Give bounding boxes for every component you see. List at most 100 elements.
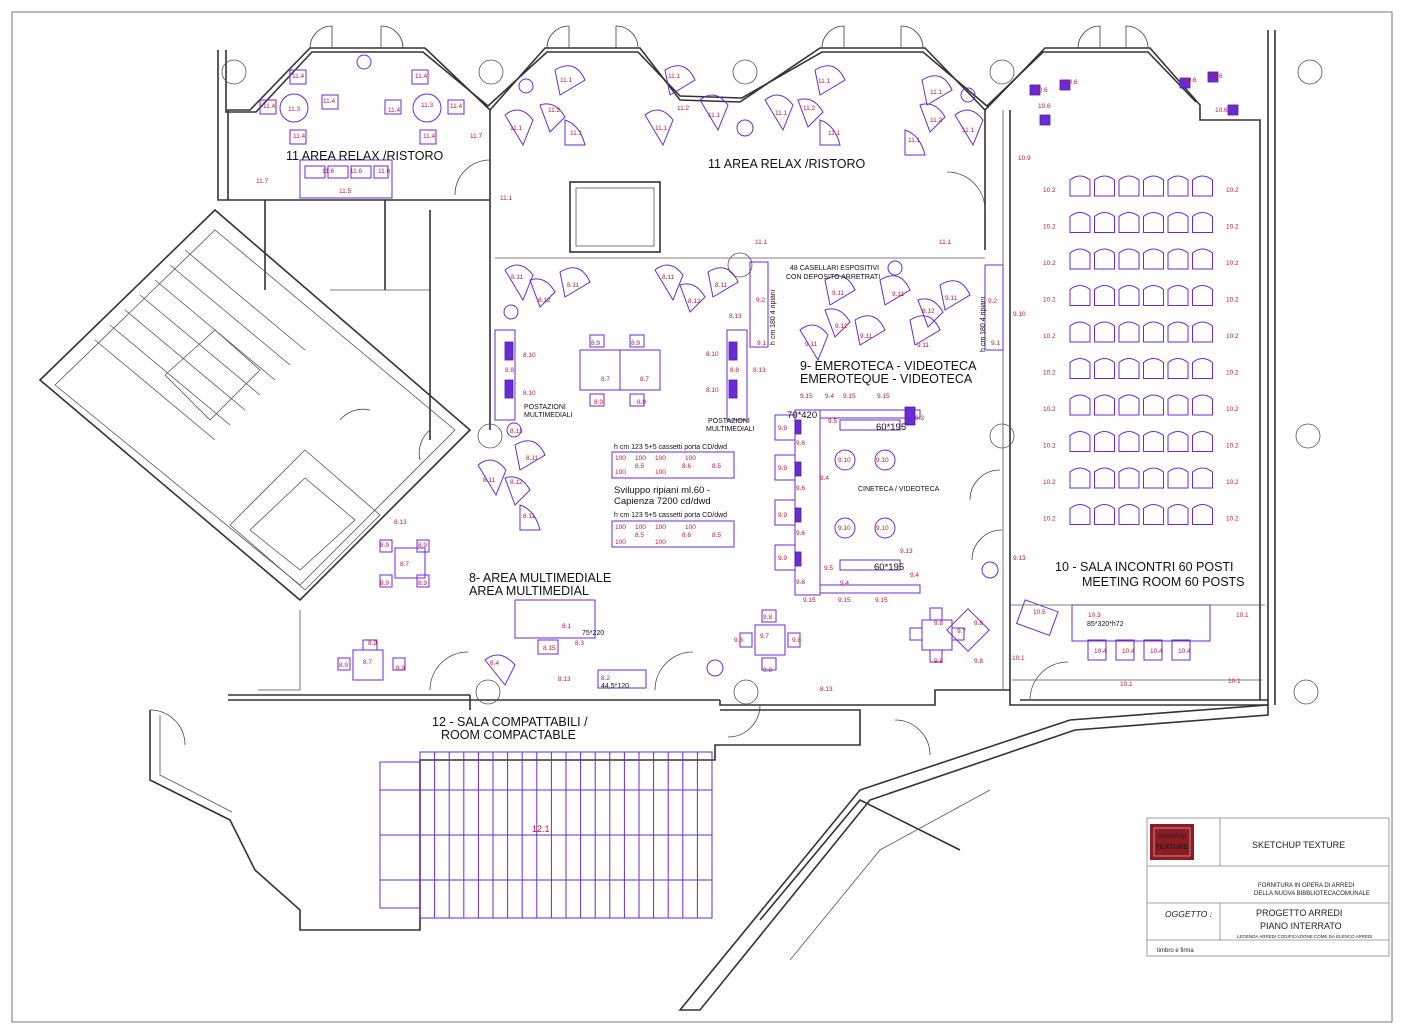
svg-text:100: 100 — [615, 469, 626, 476]
svg-text:8.12: 8.12 — [688, 298, 701, 305]
svg-text:9.12: 9.12 — [922, 308, 935, 315]
svg-text:100: 100 — [655, 455, 666, 462]
meeting-chair — [1094, 431, 1115, 452]
svg-text:9.3: 9.3 — [915, 415, 924, 422]
svg-text:9.4: 9.4 — [825, 393, 834, 400]
meeting-chair — [1167, 504, 1189, 525]
furniture-multimedia — [337, 264, 748, 689]
svg-text:8.13: 8.13 — [510, 428, 523, 435]
row-code-right: 10.2 — [1226, 187, 1239, 194]
svg-text:11.4: 11.4 — [293, 133, 306, 140]
doors — [149, 25, 1149, 756]
furniture-emeroteca — [739, 260, 1004, 671]
svg-text:100: 100 — [615, 455, 626, 462]
svg-text:11.6: 11.6 — [350, 168, 363, 175]
svg-text:11.1: 11.1 — [775, 110, 788, 117]
svg-text:10.6: 10.6 — [1065, 79, 1078, 86]
svg-text:100: 100 — [685, 524, 696, 531]
svg-text:11.1: 11.1 — [668, 73, 681, 80]
meeting-chair — [1094, 358, 1115, 379]
furniture-relax-west — [259, 54, 465, 199]
svg-text:11.6: 11.6 — [322, 168, 335, 175]
svg-text:11.2: 11.2 — [677, 105, 690, 112]
meeting-chair — [1143, 321, 1164, 343]
svg-text:8.7: 8.7 — [640, 376, 649, 383]
svg-text:8.9: 8.9 — [396, 665, 405, 672]
svg-text:9.2: 9.2 — [756, 297, 765, 304]
svg-text:8.9: 8.9 — [380, 542, 389, 549]
meeting-chair — [1192, 285, 1213, 306]
svg-text:8.11: 8.11 — [567, 282, 580, 289]
svg-text:9.11: 9.11 — [945, 295, 958, 302]
svg-text:9.2: 9.2 — [988, 298, 997, 305]
svg-text:9.7: 9.7 — [957, 628, 966, 635]
row-code-right: 10.2 — [1226, 370, 1239, 377]
meeting-chair — [1094, 175, 1115, 197]
svg-text:100: 100 — [615, 539, 626, 546]
svg-text:11.1: 11.1 — [510, 125, 523, 132]
meeting-chair — [1167, 321, 1189, 343]
cd-header-1: h cm 123 5+5 cassetti porta CD/dwd — [614, 444, 727, 451]
furniture-relax-east — [504, 65, 984, 156]
caselle-note-1: 48 CASELLARI ESPOSITIVI — [790, 265, 879, 272]
svg-text:11.4: 11.4 — [292, 73, 305, 80]
svg-text:SketchUp: SketchUp — [1158, 833, 1187, 840]
dim-60-195-b: 60*195 — [874, 562, 904, 573]
dim-85-320: 85*320*h72 — [1087, 621, 1124, 628]
postazioni-right-1: POSTAZIONI — [708, 418, 750, 425]
svg-text:11.7: 11.7 — [256, 178, 269, 185]
meeting-chair — [1192, 175, 1213, 197]
room-relax-east: 11 AREA RELAX /RISTORO — [708, 157, 866, 171]
relax-tag: 11.5 — [339, 188, 352, 195]
svg-text:8.9: 8.9 — [594, 399, 603, 406]
dim-44-120: 44,5*120 — [601, 683, 629, 690]
svg-text:10.6: 10.6 — [1210, 73, 1223, 80]
svg-text:11.1: 11.1 — [755, 239, 768, 246]
dim-60-195-a: 60*195 — [876, 422, 906, 433]
svg-text:11.1: 11.1 — [570, 130, 583, 137]
svg-text:11.3: 11.3 — [421, 102, 434, 109]
row-code-left: 10.2 — [1043, 333, 1056, 340]
meeting-chair — [1167, 467, 1189, 489]
room-compact-2: ROOM COMPACTABLE — [441, 728, 576, 742]
row-code-right: 10.2 — [1226, 516, 1239, 523]
room-meeting-2: MEETING ROOM 60 POSTS — [1082, 575, 1245, 589]
title-block: SketchUp TEXTURE SKETCHUP TEXTURE FORNIT… — [1146, 817, 1390, 957]
meeting-chair — [1069, 212, 1091, 233]
brand-name: SKETCHUP TEXTURE — [1252, 840, 1345, 850]
room-emeroteca-1: 9- EMEROTECA - VIDEOTECA — [800, 359, 977, 373]
postazioni-left-2: MULTIMEDIALI — [524, 412, 573, 419]
row-code-left: 10.2 — [1043, 406, 1056, 413]
svg-text:9.5: 9.5 — [824, 565, 833, 572]
svg-text:9.4: 9.4 — [910, 572, 919, 579]
meeting-chair — [1167, 394, 1189, 416]
svg-text:TEXTURE: TEXTURE — [1156, 844, 1189, 851]
svg-text:9.4: 9.4 — [840, 580, 849, 587]
sketchup-logo — [1150, 824, 1194, 860]
svg-text:10.6: 10.6 — [1215, 107, 1228, 114]
meeting-chair — [1192, 467, 1213, 489]
meeting-chair — [1143, 248, 1164, 270]
svg-text:10.1: 10.1 — [1228, 678, 1241, 685]
svg-text:11.1: 11.1 — [908, 137, 921, 144]
row-code-left: 10.2 — [1043, 297, 1056, 304]
subject-line-2: DELLA NUOVA BIBBLIOTECACOMUNALE — [1254, 891, 1370, 897]
svg-text:10.6: 10.6 — [1038, 103, 1051, 110]
meeting-chair — [1167, 358, 1189, 379]
svg-text:9.10: 9.10 — [838, 457, 851, 464]
meeting-chair — [1192, 212, 1213, 233]
room-labels: 11 AREA RELAX /RISTORO 11 AREA RELAX /RI… — [286, 149, 1245, 742]
row-code-right: 10.2 — [1226, 224, 1239, 231]
svg-text:9.15: 9.15 — [843, 393, 856, 400]
meeting-chair — [1192, 321, 1213, 343]
furniture-meeting-extra — [1010, 71, 1265, 681]
svg-text:9.8: 9.8 — [734, 637, 743, 644]
svg-text:8.11: 8.11 — [523, 513, 536, 520]
svg-text:11.4: 11.4 — [423, 133, 436, 140]
meeting-chair — [1118, 175, 1140, 197]
svg-text:8.7: 8.7 — [400, 561, 409, 568]
svg-text:8.9: 8.9 — [637, 399, 646, 406]
svg-text:11.1: 11.1 — [828, 130, 841, 137]
svg-text:11.4: 11.4 — [388, 107, 401, 114]
svg-text:11.1: 11.1 — [655, 125, 668, 132]
